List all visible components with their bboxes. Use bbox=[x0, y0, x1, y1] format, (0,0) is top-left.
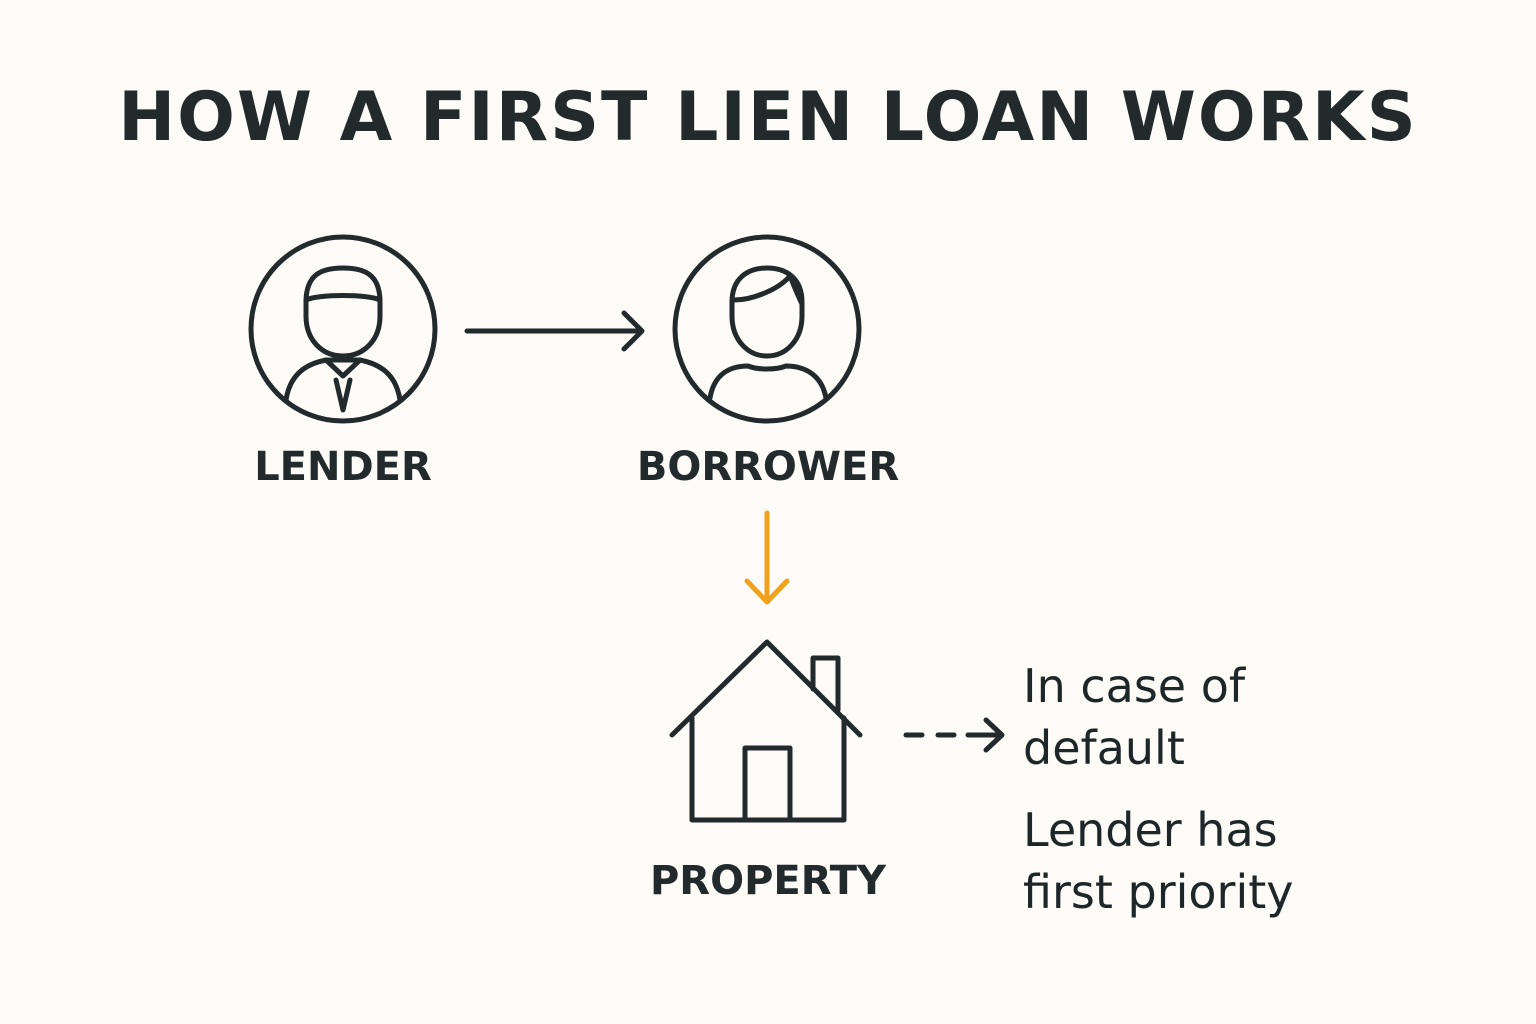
diagram-title: HOW A FIRST LIEN LOAN WORKS bbox=[118, 78, 1418, 157]
lender-label: LENDER bbox=[254, 444, 432, 490]
borrower-to-property-arrow bbox=[744, 510, 790, 605]
priority-note-line-1: Lender has bbox=[1023, 803, 1278, 857]
lender-person-icon bbox=[248, 234, 438, 424]
property-label: PROPERTY bbox=[649, 858, 886, 904]
lender-to-borrower-arrow bbox=[464, 310, 645, 352]
default-note-line-2: default bbox=[1023, 721, 1185, 775]
default-note-line-1: In case of bbox=[1023, 659, 1246, 713]
borrower-person-icon bbox=[672, 234, 862, 424]
house-icon bbox=[669, 639, 863, 823]
borrower-label: BORROWER bbox=[636, 444, 900, 490]
priority-note-line-2: first priority bbox=[1023, 865, 1294, 919]
default-dashed-arrow bbox=[903, 717, 1005, 753]
priority-note: Lender has first priority bbox=[1023, 799, 1294, 923]
default-note: In case of default bbox=[1023, 655, 1245, 779]
